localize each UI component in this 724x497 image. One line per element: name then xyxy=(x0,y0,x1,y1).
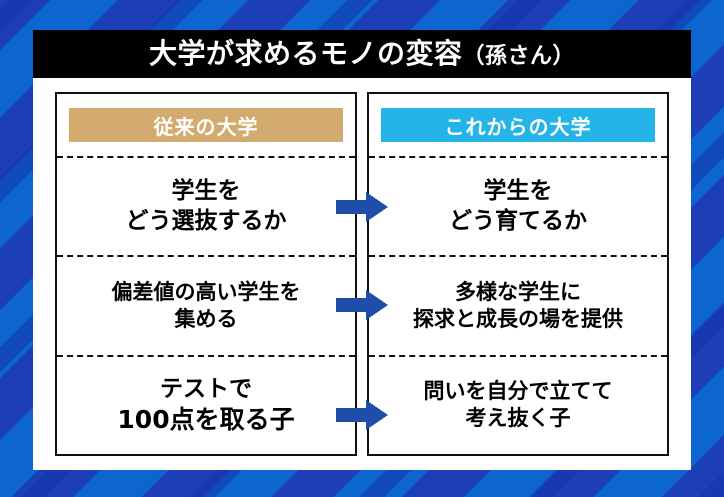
legacy-row-3-line-2: 100点を取る子 xyxy=(117,405,295,435)
legacy-row-3: テストで 100点を取る子 xyxy=(57,354,355,454)
future-row-1-line-1: 学生を xyxy=(483,178,553,205)
future-row-3-line-2: 考え抜く子 xyxy=(465,406,571,431)
future-row-1: 学生を どう育てるか xyxy=(369,156,667,255)
future-header-chip: これからの大学 xyxy=(381,108,655,142)
column-legacy-university: 従来の大学 学生を どう選抜するか 偏差値の高い学生を 集める テストで 100… xyxy=(55,92,357,456)
title-bar: 大学が求めるモノの変容（孫さん） xyxy=(33,30,691,78)
future-row-3: 問いを自分で立てて 考え抜く子 xyxy=(369,354,667,454)
row-3-transition-arrow-icon xyxy=(336,400,388,430)
legacy-row-1-line-2: どう選抜するか xyxy=(125,207,287,234)
column-future-header: これからの大学 xyxy=(369,94,667,156)
future-row-2-line-1: 多様な学生に xyxy=(455,280,581,305)
content-panel: 従来の大学 学生を どう選抜するか 偏差値の高い学生を 集める テストで 100… xyxy=(33,78,691,470)
page-title-main: 大学が求めるモノの変容 xyxy=(148,37,463,70)
row-2-transition-arrow-icon xyxy=(336,290,388,320)
column-future-university: これからの大学 学生を どう育てるか 多様な学生に 探求と成長の場を提供 問いを… xyxy=(367,92,669,456)
legacy-header-chip: 従来の大学 xyxy=(69,108,343,142)
legacy-row-1: 学生を どう選抜するか xyxy=(57,156,355,255)
legacy-row-1-line-1: 学生を xyxy=(171,178,241,205)
future-row-1-line-2: どう育てるか xyxy=(449,207,587,234)
future-row-2-line-2: 探求と成長の場を提供 xyxy=(413,306,623,331)
page-title: 大学が求めるモノの変容（孫さん） xyxy=(149,40,575,68)
comparison-columns: 従来の大学 学生を どう選抜するか 偏差値の高い学生を 集める テストで 100… xyxy=(55,92,669,456)
page-title-attribution: （孫さん） xyxy=(462,44,576,69)
column-legacy-header: 従来の大学 xyxy=(57,94,355,156)
legacy-row-2-line-2: 集める xyxy=(174,306,238,331)
future-row-2: 多様な学生に 探求と成長の場を提供 xyxy=(369,255,667,354)
row-1-transition-arrow-icon xyxy=(336,192,388,222)
legacy-row-2-line-1: 偏差値の高い学生を xyxy=(111,280,301,305)
legacy-row-2: 偏差値の高い学生を 集める xyxy=(57,255,355,354)
legacy-row-3-line-1: テストで xyxy=(160,375,252,402)
future-row-3-line-1: 問いを自分で立てて xyxy=(423,379,613,404)
